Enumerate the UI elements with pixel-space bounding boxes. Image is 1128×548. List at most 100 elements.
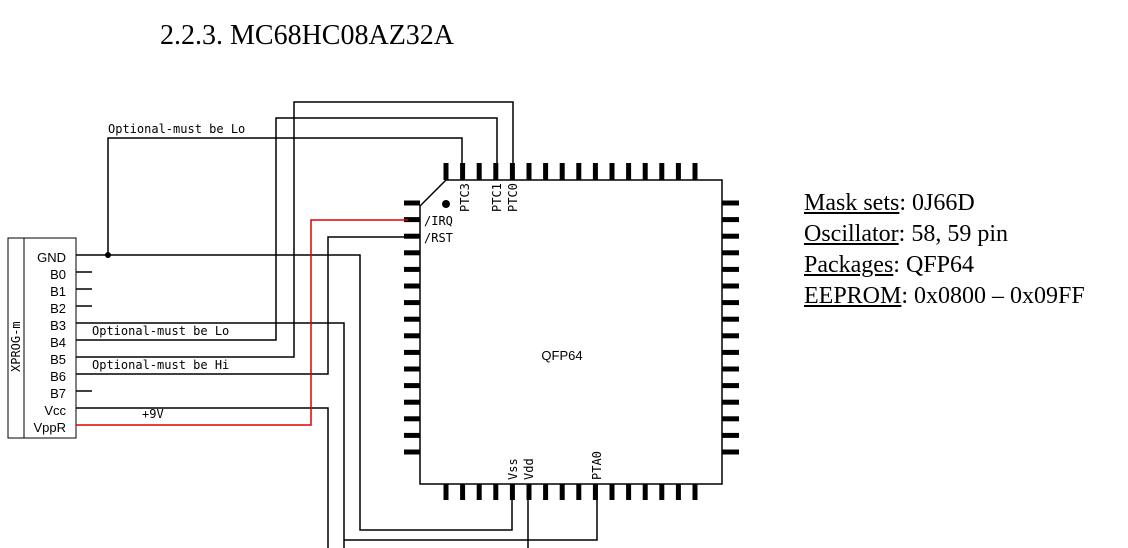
connector-pin-block (23, 237, 77, 439)
chip-pin-top (526, 163, 532, 180)
chip-pin-left (404, 366, 420, 372)
wire-b5-ptc0 (76, 101, 514, 358)
chip-pin-top (659, 163, 665, 180)
chip-pin-right (722, 416, 739, 422)
chip-pin-top (692, 163, 698, 180)
chip-pin-right (722, 250, 739, 256)
chip-pin-bottom (476, 484, 482, 500)
pin-label-ptc3: PTC3 (458, 183, 472, 212)
chip-pin-bottom (659, 484, 665, 500)
chip-pin-left (404, 416, 420, 422)
pin-label-vss: Vss (506, 458, 520, 480)
connector-pin-b4: B4 (50, 335, 66, 350)
pin-label-ptc0: PTC0 (506, 183, 520, 212)
chip-pin-left (404, 383, 420, 389)
connector-pin-b7: B7 (50, 386, 66, 401)
chip-pin-bottom (626, 484, 632, 500)
chip-pins (404, 163, 739, 500)
connector-pin-gnd: GND (37, 250, 66, 265)
chip-pin-right (722, 283, 739, 289)
pin-label-rst: /RST (424, 231, 453, 245)
chip-pin-left (404, 266, 420, 272)
chip-pin-left (404, 250, 420, 256)
connector-pin-vppr: VppR (33, 420, 66, 435)
info-value: 0J66D (912, 190, 975, 216)
note-top-optional: Optional-must be Lo (108, 122, 245, 136)
connector-pin-b2: B2 (50, 301, 66, 316)
wire-gnd-vss (76, 254, 513, 531)
chip-pin-top (642, 163, 648, 180)
wire-vcc (76, 407, 329, 548)
chip-pin-bottom (460, 484, 466, 500)
note-vppr-voltage: +9V (142, 407, 164, 421)
chip-pin-bottom (576, 484, 582, 500)
chip-pin-bottom (692, 484, 698, 500)
pin1-marker (442, 200, 450, 208)
connector-pin-b6: B6 (50, 369, 66, 384)
chip-pin-left (404, 449, 420, 455)
wire-b6-rst (76, 236, 408, 375)
chip-pin-left (404, 233, 420, 239)
chip-pin-bottom (493, 484, 499, 500)
chip-pin-right (722, 300, 739, 306)
chip-pin-bottom (443, 484, 449, 500)
info-key: EEPROM (804, 283, 902, 309)
wire-vppr-irq (76, 219, 408, 426)
chip-pin-bottom (559, 484, 565, 500)
chip-pin-left (404, 333, 420, 339)
wire-b4-ptc1 (76, 117, 498, 341)
pin-label-ptc1: PTC1 (490, 183, 504, 212)
chip-pin-bottom (642, 484, 648, 500)
chip-pin-left (404, 316, 420, 322)
chip-pin-right (722, 233, 739, 239)
chip-pin-left (404, 432, 420, 438)
chip-pin-left (404, 217, 420, 223)
info-value: 58, 59 pin (911, 221, 1008, 247)
info-key: Packages (804, 252, 894, 278)
info-row-packages: Packages: QFP64 (804, 252, 974, 278)
chip-pin-right (722, 399, 739, 405)
chip-label: QFP64 (541, 348, 582, 363)
chip-pin-bottom (526, 484, 532, 500)
pin-label-vdd: Vdd (522, 458, 536, 480)
chip-pin-left (404, 283, 420, 289)
chip-pin-top (543, 163, 549, 180)
chip-pin-top (592, 163, 598, 180)
chip-pin-top (493, 163, 499, 180)
section-heading: 2.2.3. MC68HC08AZ32A (160, 20, 455, 51)
chip-pin-bottom (592, 484, 598, 500)
pin-label-irq: /IRQ (424, 214, 453, 228)
info-key: Mask sets (804, 190, 900, 216)
connector-pin-b5: B5 (50, 352, 66, 367)
chip-pin-right (722, 200, 739, 206)
chip-pin-bottom (543, 484, 549, 500)
chip-pin-top (626, 163, 632, 180)
chip-pin-left (404, 399, 420, 405)
note-b4-optional: Optional-must be Lo (92, 324, 229, 338)
info-key: Oscillator (804, 221, 899, 247)
connector-pin-b0: B0 (50, 267, 66, 282)
device-info: Mask sets: 0J66D Oscillator: 58, 59 pin … (804, 188, 1085, 312)
chip-pin-right (722, 366, 739, 372)
chip-pin-left (404, 349, 420, 355)
wire-gnd-ptc3 (107, 137, 463, 255)
chip-pin-top (476, 163, 482, 180)
info-row-oscillator: Oscillator: 58, 59 pin (804, 221, 1008, 247)
chip-pin-right (722, 217, 739, 223)
info-value: QFP64 (905, 252, 974, 278)
chip-pin-top (609, 163, 615, 180)
chip-body (419, 179, 723, 485)
connector-name: XPROG-m (9, 321, 23, 372)
chip-pin-right (722, 349, 739, 355)
chip-pin-top (576, 163, 582, 180)
chip-pin-bottom (675, 484, 681, 500)
wire-stubs-b0-b2 (76, 271, 92, 307)
note-b6-optional: Optional-must be Hi (92, 358, 229, 372)
chip-pin-bottom (609, 484, 615, 500)
info-row-mask-sets: Mask sets: 0J66D (804, 190, 975, 216)
connector-pin-b1: B1 (50, 284, 66, 299)
pin-label-pta0: PTA0 (590, 451, 604, 480)
chip-pin-right (722, 333, 739, 339)
junction-dot (105, 252, 111, 258)
